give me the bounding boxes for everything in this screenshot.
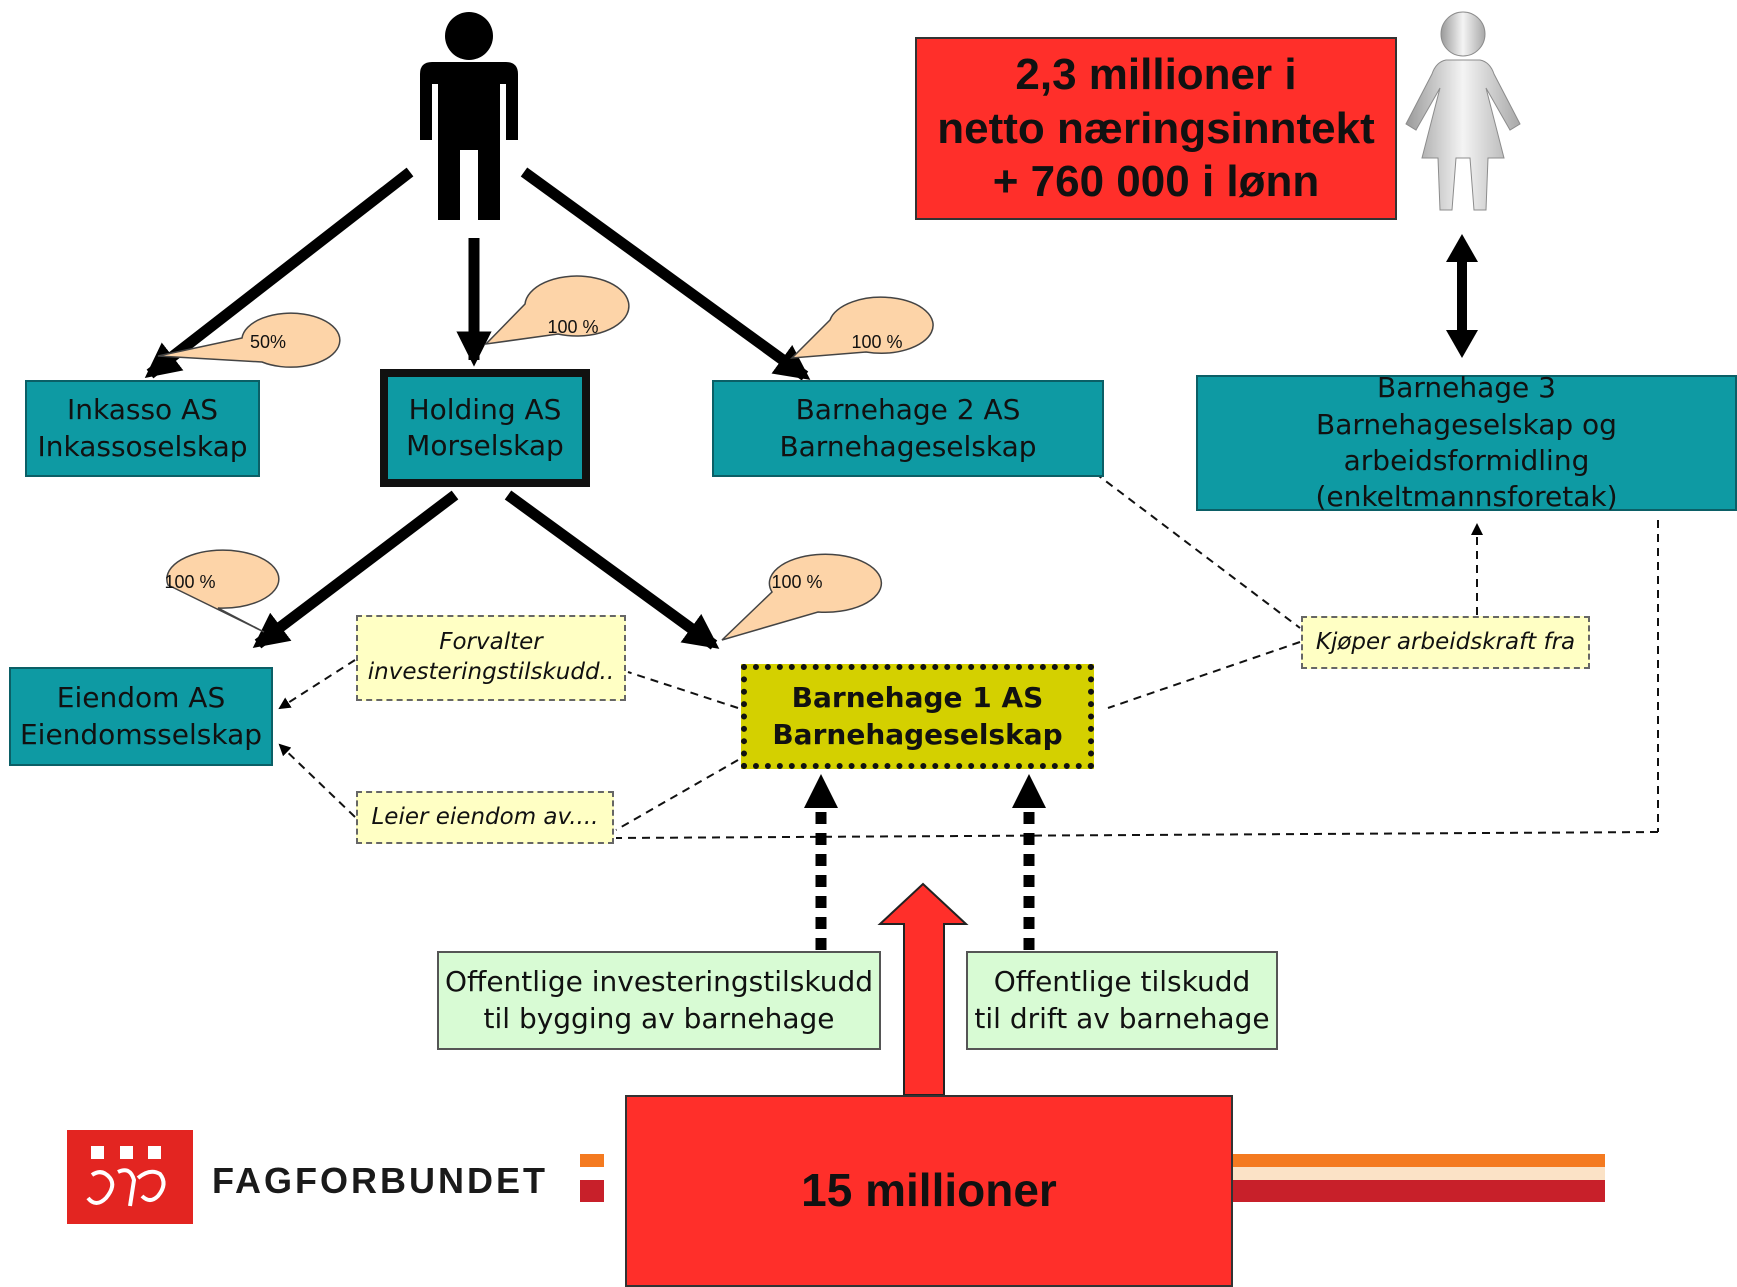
ownership-label-eiendom: 100 % xyxy=(164,572,216,592)
operation-subsidy-line-1: Offentlige tilskudd xyxy=(993,965,1251,999)
ownership-arrows xyxy=(144,167,811,650)
money-flow-arrow xyxy=(877,882,969,1096)
investment-subsidy-line-1: Offentlige investeringstilskudd xyxy=(444,965,874,999)
operation-subsidy-line-2: til drift av barnehage xyxy=(974,1001,1270,1035)
leier-text: Leier eiendom av.... xyxy=(371,803,599,830)
woman-icon xyxy=(1405,11,1521,211)
income-line-3: + 760 000 i lønn xyxy=(992,157,1320,207)
leier-note: Leier eiendom av.... xyxy=(356,791,614,844)
forvalter-note: Forvalter investeringstilskudd.. xyxy=(356,615,626,701)
holding-node: Holding AS Morselskap xyxy=(380,369,590,487)
barnehage3-node: Barnehage 3 Barnehageselskap og arbeidsf… xyxy=(1196,371,1737,513)
dashed-relations xyxy=(278,472,1659,839)
ownership-label-inkasso: 50% xyxy=(249,332,287,352)
subsidy-arrows xyxy=(804,774,1046,950)
barnehage2-name: Barnehage 2 AS xyxy=(795,393,1021,427)
barnehage1-type: Barnehageselskap xyxy=(772,717,1063,751)
inkasso-type: Inkassoselskap xyxy=(37,429,248,463)
investment-subsidy-line-2: til bygging av barnehage xyxy=(483,1001,835,1035)
operation-subsidy-box: Offentlige tilskudd til drift av barneha… xyxy=(966,951,1278,1050)
logo-badge xyxy=(67,1130,193,1224)
ownership-bubbles xyxy=(157,275,934,641)
eiendom-name: Eiendom AS xyxy=(56,681,226,715)
forvalter-line-2: investeringstilskudd.. xyxy=(367,659,615,685)
ownership-label-barnehage1: 100 % xyxy=(771,572,823,592)
eiendom-node: Eiendom AS Eiendomsselskap xyxy=(9,667,273,766)
barnehage3-name: Barnehage 3 xyxy=(1377,371,1556,405)
total-amount: 15 millioner xyxy=(801,1164,1057,1217)
inkasso-name: Inkasso AS xyxy=(66,393,219,427)
barnehage1-node: Barnehage 1 AS Barnehageselskap xyxy=(741,664,1094,769)
total-box: 15 millioner xyxy=(625,1095,1233,1287)
footer-bands xyxy=(580,1154,1605,1202)
kjoper-note: Kjøper arbeidskraft fra xyxy=(1301,616,1590,669)
income-box: 2,3 millioner i netto næringsinntekt + 7… xyxy=(915,37,1397,220)
barnehage3-form: (enkeltmannsforetak) xyxy=(1315,480,1618,514)
income-line-2: netto næringsinntekt xyxy=(937,103,1375,153)
woman-link-arrow xyxy=(1446,234,1478,358)
holding-type: Morselskap xyxy=(406,429,564,462)
investment-subsidy-box: Offentlige investeringstilskudd til bygg… xyxy=(437,951,881,1050)
barnehage2-node: Barnehage 2 AS Barnehageselskap xyxy=(712,380,1104,477)
barnehage2-type: Barnehageselskap xyxy=(779,429,1037,463)
ownership-label-barnehage2: 100 % xyxy=(851,332,903,352)
barnehage3-type: Barnehageselskap og arbeidsformidling xyxy=(1316,407,1617,477)
eiendom-type: Eiendomsselskap xyxy=(19,717,263,751)
logo-text: FAGFORBUNDET xyxy=(212,1160,548,1201)
forvalter-line-1: Forvalter xyxy=(439,629,543,656)
ownership-label-holding: 100 % xyxy=(547,317,599,337)
barnehage1-name: Barnehage 1 AS xyxy=(791,681,1044,715)
man-icon xyxy=(420,12,518,220)
inkasso-node: Inkasso AS Inkassoselskap xyxy=(25,380,260,477)
holding-name: Holding AS xyxy=(408,392,562,426)
kjoper-text: Kjøper arbeidskraft fra xyxy=(1315,628,1576,655)
income-line-1: 2,3 millioner i xyxy=(1015,49,1297,99)
